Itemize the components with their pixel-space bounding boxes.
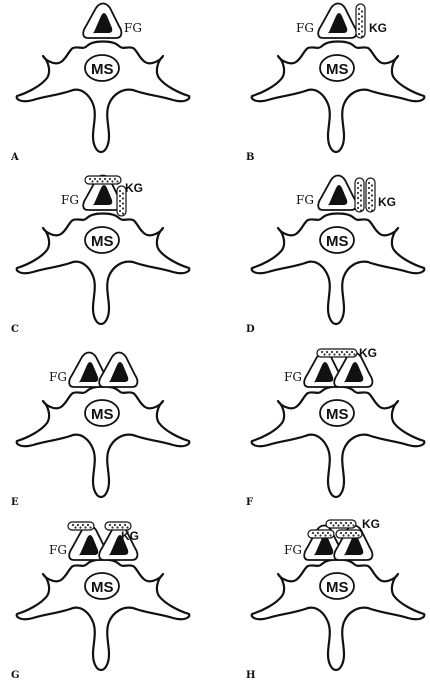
fg-label: FG bbox=[284, 543, 302, 557]
panel-letter: C bbox=[11, 324, 19, 335]
ms-label: MS bbox=[91, 61, 114, 78]
fg-label: FG bbox=[284, 370, 302, 384]
kg-body bbox=[356, 4, 365, 38]
fg-label: FG bbox=[124, 21, 142, 35]
ms-label: MS bbox=[91, 579, 114, 596]
kg-body-1 bbox=[355, 178, 364, 212]
panel-d: MS D FG KG bbox=[246, 176, 424, 336]
kg-body-lower-left bbox=[308, 530, 334, 538]
panel-g: MS G FG KG bbox=[11, 522, 189, 681]
fg-label: FG bbox=[61, 193, 79, 207]
panel-f: MS F FG KG bbox=[246, 346, 424, 508]
panel-letter: E bbox=[11, 497, 19, 508]
ms-label: MS bbox=[326, 579, 349, 596]
kg-label: KG bbox=[125, 181, 143, 195]
fg-label: FG bbox=[296, 193, 314, 207]
ms-label: MS bbox=[326, 406, 349, 423]
ms-label: MS bbox=[326, 61, 349, 78]
ms-label: MS bbox=[326, 233, 349, 250]
panel-letter: H bbox=[246, 670, 255, 681]
panel-h: MS H FG KG bbox=[246, 517, 424, 681]
panel-letter: G bbox=[11, 670, 20, 681]
panel-a: MS A FG bbox=[10, 4, 189, 164]
kg-label: KG bbox=[369, 21, 387, 35]
panel-letter: B bbox=[246, 152, 254, 163]
kg-body-lower-right bbox=[336, 530, 362, 538]
kg-label: KG bbox=[121, 529, 139, 543]
panel-b: MS B FG KG bbox=[246, 4, 424, 164]
ms-label: MS bbox=[91, 233, 114, 250]
kg-body-left bbox=[68, 522, 94, 530]
kg-body-2 bbox=[366, 178, 375, 212]
panel-c: MS C FG KG bbox=[11, 176, 189, 336]
panel-letter: F bbox=[246, 497, 253, 508]
fg-label: FG bbox=[49, 543, 67, 557]
panel-e: MS E FG bbox=[11, 353, 189, 509]
kg-label: KG bbox=[359, 346, 377, 360]
kg-label: KG bbox=[378, 195, 396, 209]
panel-letter: D bbox=[246, 324, 255, 335]
fg-label: FG bbox=[49, 370, 67, 384]
panel-letter: A bbox=[10, 152, 19, 163]
ms-label: MS bbox=[91, 406, 114, 423]
kg-label: KG bbox=[362, 517, 380, 531]
fg-label: FG bbox=[296, 21, 314, 35]
